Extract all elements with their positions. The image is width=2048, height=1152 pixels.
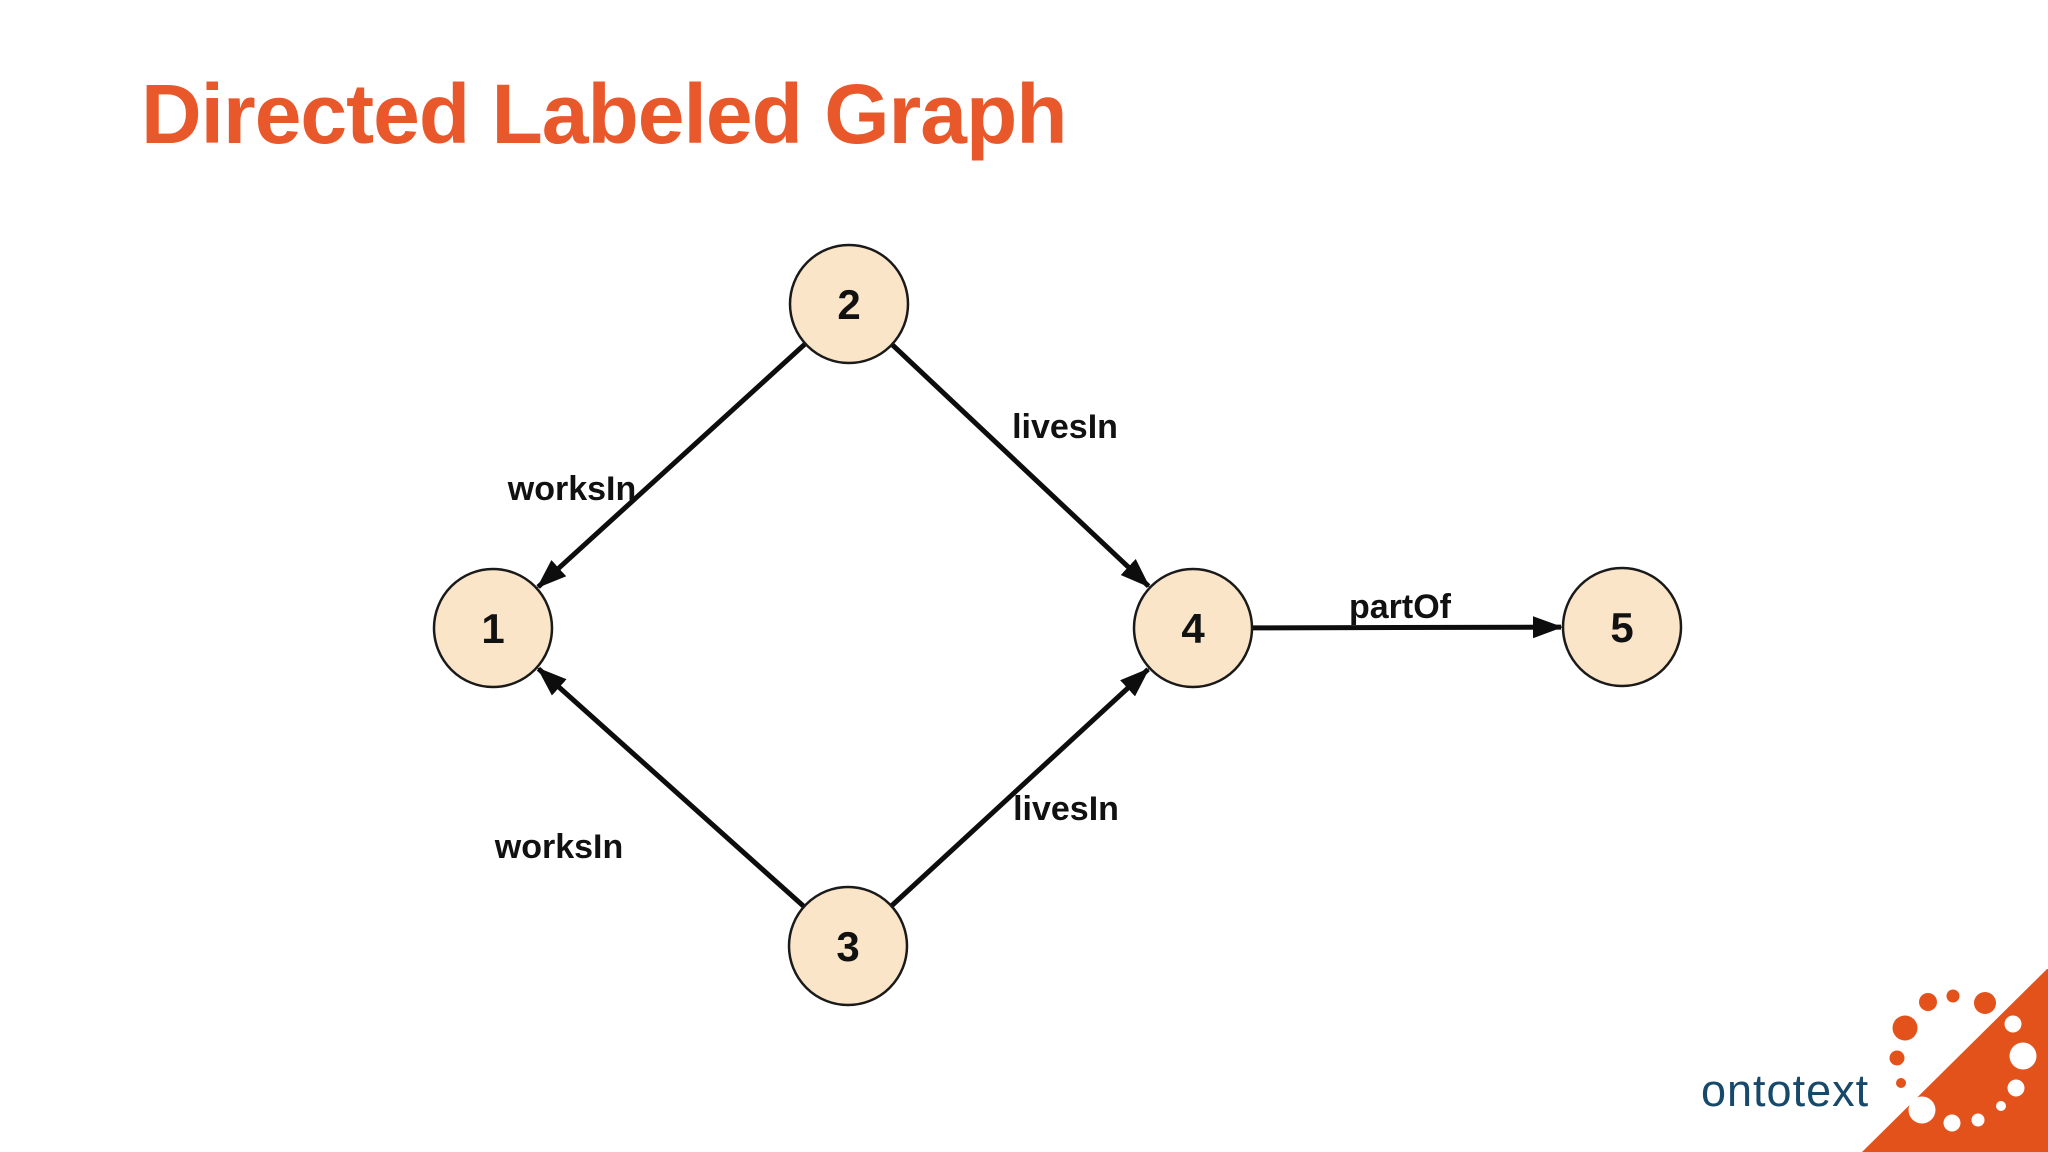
logo-dot-ring (1889, 989, 2037, 1132)
edge-label-livesIn: livesIn (1012, 408, 1118, 446)
edge-4-5 (1251, 616, 1564, 639)
node-label-3: 3 (836, 923, 859, 970)
edges-layer (536, 341, 1564, 909)
slide-title: Directed Labeled Graph (141, 67, 1068, 161)
node-label-4: 4 (1181, 605, 1205, 652)
node-label-1: 1 (481, 605, 504, 652)
edge-2-4 (890, 342, 1151, 588)
edge-3-1 (536, 666, 806, 909)
node-5 (1561, 566, 1683, 688)
node-4 (1132, 567, 1254, 689)
edge-3-4 (889, 667, 1150, 908)
ontotext-logo-mark (1862, 969, 2048, 1152)
edge-2-1 (536, 341, 808, 589)
node-1 (432, 567, 554, 689)
node-3 (787, 885, 909, 1007)
edge-label-livesIn: livesIn (1013, 790, 1119, 828)
node-label-5: 5 (1610, 604, 1633, 651)
node-label-2: 2 (837, 281, 860, 328)
edge-label-worksIn: worksIn (494, 828, 623, 866)
nodes-layer: 1 2 3 4 5 (432, 243, 1683, 1007)
edge-labels-layer: worksIn livesIn worksIn livesIn partOf (494, 408, 1452, 866)
node-2 (788, 243, 910, 365)
edge-label-partOf: partOf (1349, 588, 1452, 626)
edge-label-worksIn: worksIn (507, 470, 636, 508)
ontotext-wordmark: ontotext (1701, 1065, 1870, 1116)
